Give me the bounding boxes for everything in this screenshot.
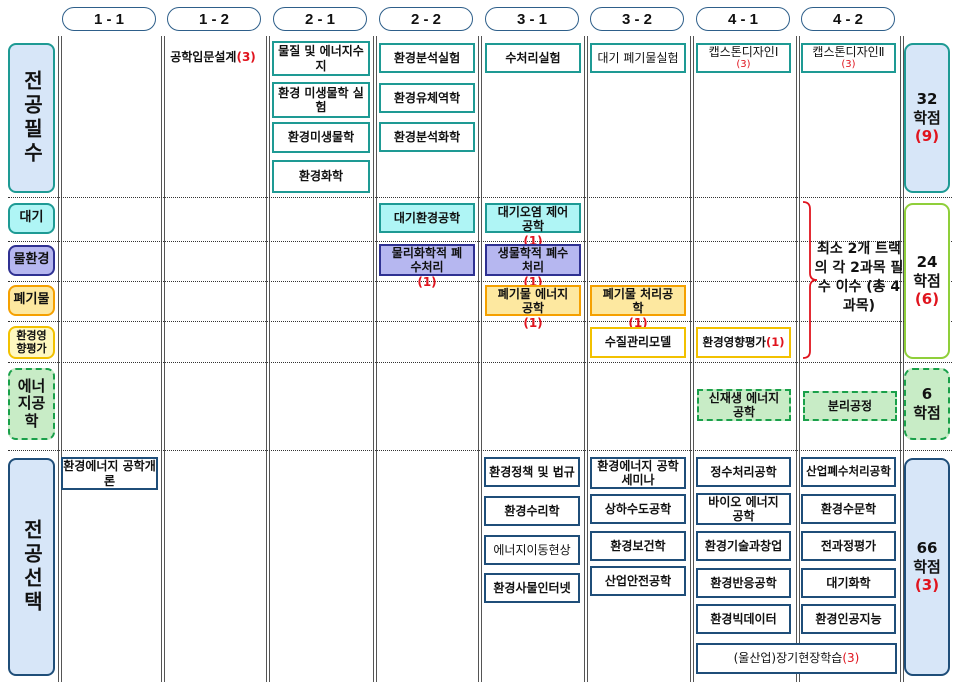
category-water: 물환경 xyxy=(8,245,55,276)
course-env-analytical-chemistry: 환경분석화학 xyxy=(379,122,475,152)
section-separator xyxy=(8,241,952,242)
course-env-microbiology: 환경미생물학 xyxy=(272,122,370,153)
course-capstone-1: 캡스톤디자인Ⅰ(3) xyxy=(696,43,791,73)
course-water-treatment-lab: 수처리실험 xyxy=(485,43,581,73)
track-bracket xyxy=(802,201,818,359)
course-env-reaction-eng: 환경반응공학 xyxy=(696,568,791,598)
course-long-term-internship: (울산업)장기현장학습(3) xyxy=(696,643,897,674)
semester-header-2-2: 2 - 2 xyxy=(379,7,473,31)
category-required: 전공필수 xyxy=(8,43,55,193)
course-env-iot: 환경사물인터넷 xyxy=(484,573,580,603)
semester-header-1-1: 1 - 1 xyxy=(62,7,156,31)
course-env-hydraulics: 환경수리학 xyxy=(484,496,580,526)
column-divider xyxy=(690,36,694,682)
section-separator xyxy=(8,362,952,363)
column-divider xyxy=(161,36,165,682)
section-separator xyxy=(8,321,952,322)
course-env-energy-seminar: 환경에너지 공학 세미나 xyxy=(590,457,686,489)
course-physicochemical-wastewater: 물리화학적 폐수처리(1) xyxy=(379,244,475,289)
course-industrial-wastewater: 산업폐수처리공학 xyxy=(801,457,896,487)
semester-header-4-2: 4 - 2 xyxy=(801,7,895,31)
section-separator xyxy=(8,197,952,198)
course-air-environment-eng: 대기환경공학 xyxy=(379,203,475,233)
course-env-policy-law: 환경정책 및 법규 xyxy=(484,457,580,487)
semester-header-3-1: 3 - 1 xyxy=(485,7,579,31)
course-water-quality-model: 수질관리모델 xyxy=(590,327,686,358)
course-biological-wastewater: 생물학적 폐수처리(1) xyxy=(485,244,581,289)
category-air: 대기 xyxy=(8,203,55,234)
credits-track: 24 학점 (6) xyxy=(904,203,950,359)
category-waste: 폐기물 xyxy=(8,285,55,316)
credits-elective: 66 학점 (3) xyxy=(904,458,950,676)
track-requirement-note: 최소 2개 트랙의 각 2과목 필수 이수 (총 4과목) xyxy=(814,241,904,314)
category-energy: 에너지공학 xyxy=(8,368,55,440)
section-separator xyxy=(8,450,952,451)
course-env-energy-intro: 환경에너지 공학개론 xyxy=(61,457,158,490)
course-bio-energy-eng: 바이오 에너지공학 xyxy=(696,493,791,525)
course-renewable-energy-eng: 신재생 에너지공학 xyxy=(697,389,791,421)
column-divider xyxy=(478,36,482,682)
column-divider xyxy=(900,36,904,682)
course-air-pollution-control: 대기오염 제어공학(1) xyxy=(485,203,581,248)
course-water-purification: 정수처리공학 xyxy=(696,457,791,487)
column-divider xyxy=(58,36,62,682)
course-separation-process: 분리공정 xyxy=(803,391,897,421)
course-waste-energy-eng: 폐기물 에너지공학(1) xyxy=(485,285,581,330)
course-water-sewer-eng: 상하수도공학 xyxy=(590,494,686,524)
course-life-cycle-assessment: 전과정평가 xyxy=(801,531,896,561)
course-env-analysis-lab: 환경분석실험 xyxy=(379,43,475,73)
semester-header-4-1: 4 - 1 xyxy=(696,7,790,31)
credits-required: 32 학점 (9) xyxy=(904,43,950,193)
section-separator xyxy=(8,281,952,282)
course-air-waste-lab: 대기 폐기물실험 xyxy=(590,43,686,73)
course-industrial-safety: 산업안전공학 xyxy=(590,566,686,596)
semester-header-3-2: 3 - 2 xyxy=(590,7,684,31)
semester-header-1-2: 1 - 2 xyxy=(167,7,261,31)
column-divider xyxy=(266,36,270,682)
category-elective: 전공선택 xyxy=(8,458,55,676)
column-divider xyxy=(373,36,377,682)
category-env-assessment: 환경영향평가 xyxy=(8,326,55,359)
course-waste-treatment-eng: 폐기물 처리공학(1) xyxy=(590,285,686,330)
course-atmospheric-chemistry: 대기화학 xyxy=(801,568,896,598)
semester-header-2-1: 2 - 1 xyxy=(273,7,367,31)
column-divider xyxy=(796,36,800,682)
course-env-fluid-mechanics: 환경유체역학 xyxy=(379,83,475,113)
course-env-big-data: 환경빅데이터 xyxy=(696,604,791,634)
column-divider xyxy=(584,36,588,682)
course-engineering-design: 공학입문설계(3) xyxy=(170,50,256,65)
course-env-ai: 환경인공지능 xyxy=(801,604,896,634)
course-env-impact-assessment: 환경영향평가(1) xyxy=(696,327,791,358)
credits-energy: 6 학점 xyxy=(904,368,950,440)
course-capstone-2: 캡스톤디자인Ⅱ(3) xyxy=(801,43,896,73)
course-env-health: 환경보건학 xyxy=(590,531,686,561)
course-env-tech-startup: 환경기술과창업 xyxy=(696,531,791,561)
course-env-microbiology-lab: 환경 미생물학 실험 xyxy=(272,82,370,118)
course-mass-energy-balance: 물질 및 에너지수지 xyxy=(272,41,370,76)
course-env-hydrology: 환경수문학 xyxy=(801,494,896,524)
course-energy-transport: 에너지이동현상 xyxy=(484,535,580,565)
course-env-chemistry: 환경화학 xyxy=(272,160,370,193)
